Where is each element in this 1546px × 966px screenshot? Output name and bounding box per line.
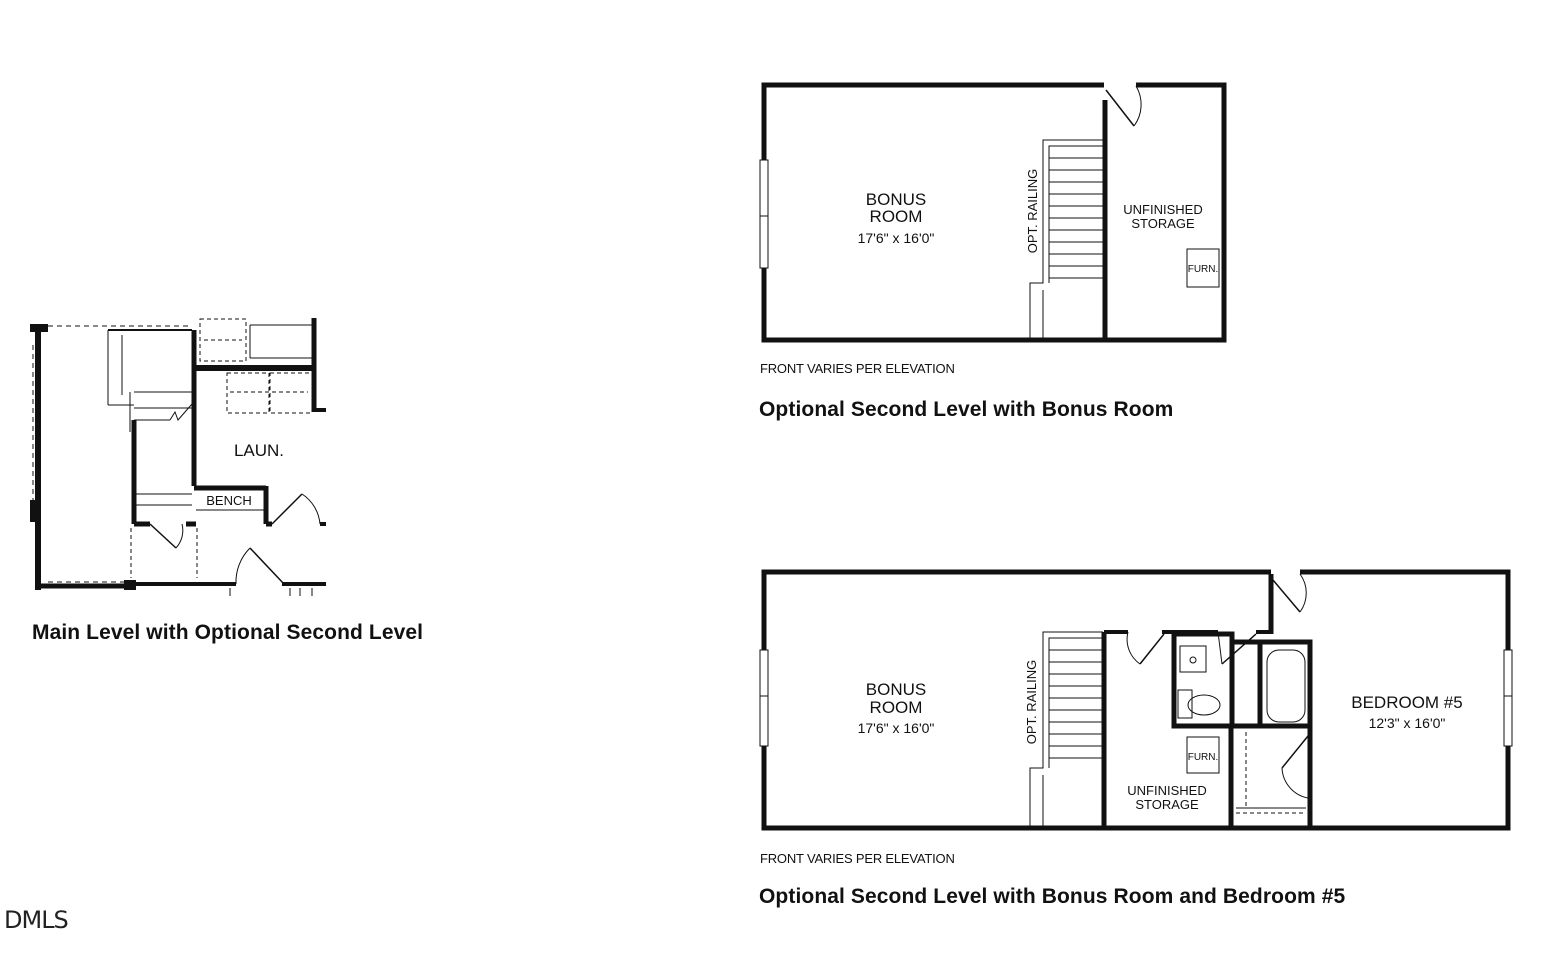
furnace-label: FURN.	[1188, 264, 1219, 275]
bedroom-label: BEDROOM #5	[1351, 693, 1462, 712]
bonus-bedroom-plan	[759, 569, 1513, 831]
bench-label: BENCH	[206, 493, 252, 508]
bonus-room-label-2: ROOM	[870, 207, 923, 226]
bonus-room-plan	[759, 82, 1227, 343]
storage-label-2: STORAGE	[1131, 216, 1195, 231]
bonus-plan-caption: Optional Second Level with Bonus Room	[759, 398, 1174, 421]
railing-label-b: OPT. RAILING	[1024, 660, 1039, 745]
main-level-caption: Main Level with Optional Second Level	[32, 621, 424, 644]
front-varies-note-1: FRONT VARIES PER ELEVATION	[760, 361, 955, 376]
main-level-plan	[30, 318, 326, 596]
bonus-room-label-1b: BONUS	[866, 680, 926, 699]
bonus-room-label-2b: ROOM	[870, 698, 923, 717]
furnace-label-b: FURN.	[1188, 752, 1219, 763]
bedroom-dimensions: 12'3" x 16'0"	[1369, 715, 1446, 731]
dmls-watermark: DMLS	[4, 906, 69, 934]
bonus-room-dimensions: 17'6" x 16'0"	[858, 230, 935, 246]
storage-label-2b: STORAGE	[1135, 797, 1199, 812]
storage-label-1b: UNFINISHED	[1127, 783, 1206, 798]
bonus-room-dimensions-b: 17'6" x 16'0"	[858, 720, 935, 736]
laundry-label: LAUN.	[234, 441, 284, 460]
bonus-room-label-1: BONUS	[866, 190, 926, 209]
front-varies-note-2: FRONT VARIES PER ELEVATION	[760, 851, 955, 866]
bonus-bedroom-plan-caption: Optional Second Level with Bonus Room an…	[759, 885, 1346, 908]
storage-label-1: UNFINISHED	[1123, 202, 1202, 217]
railing-label: OPT. RAILING	[1025, 169, 1040, 254]
